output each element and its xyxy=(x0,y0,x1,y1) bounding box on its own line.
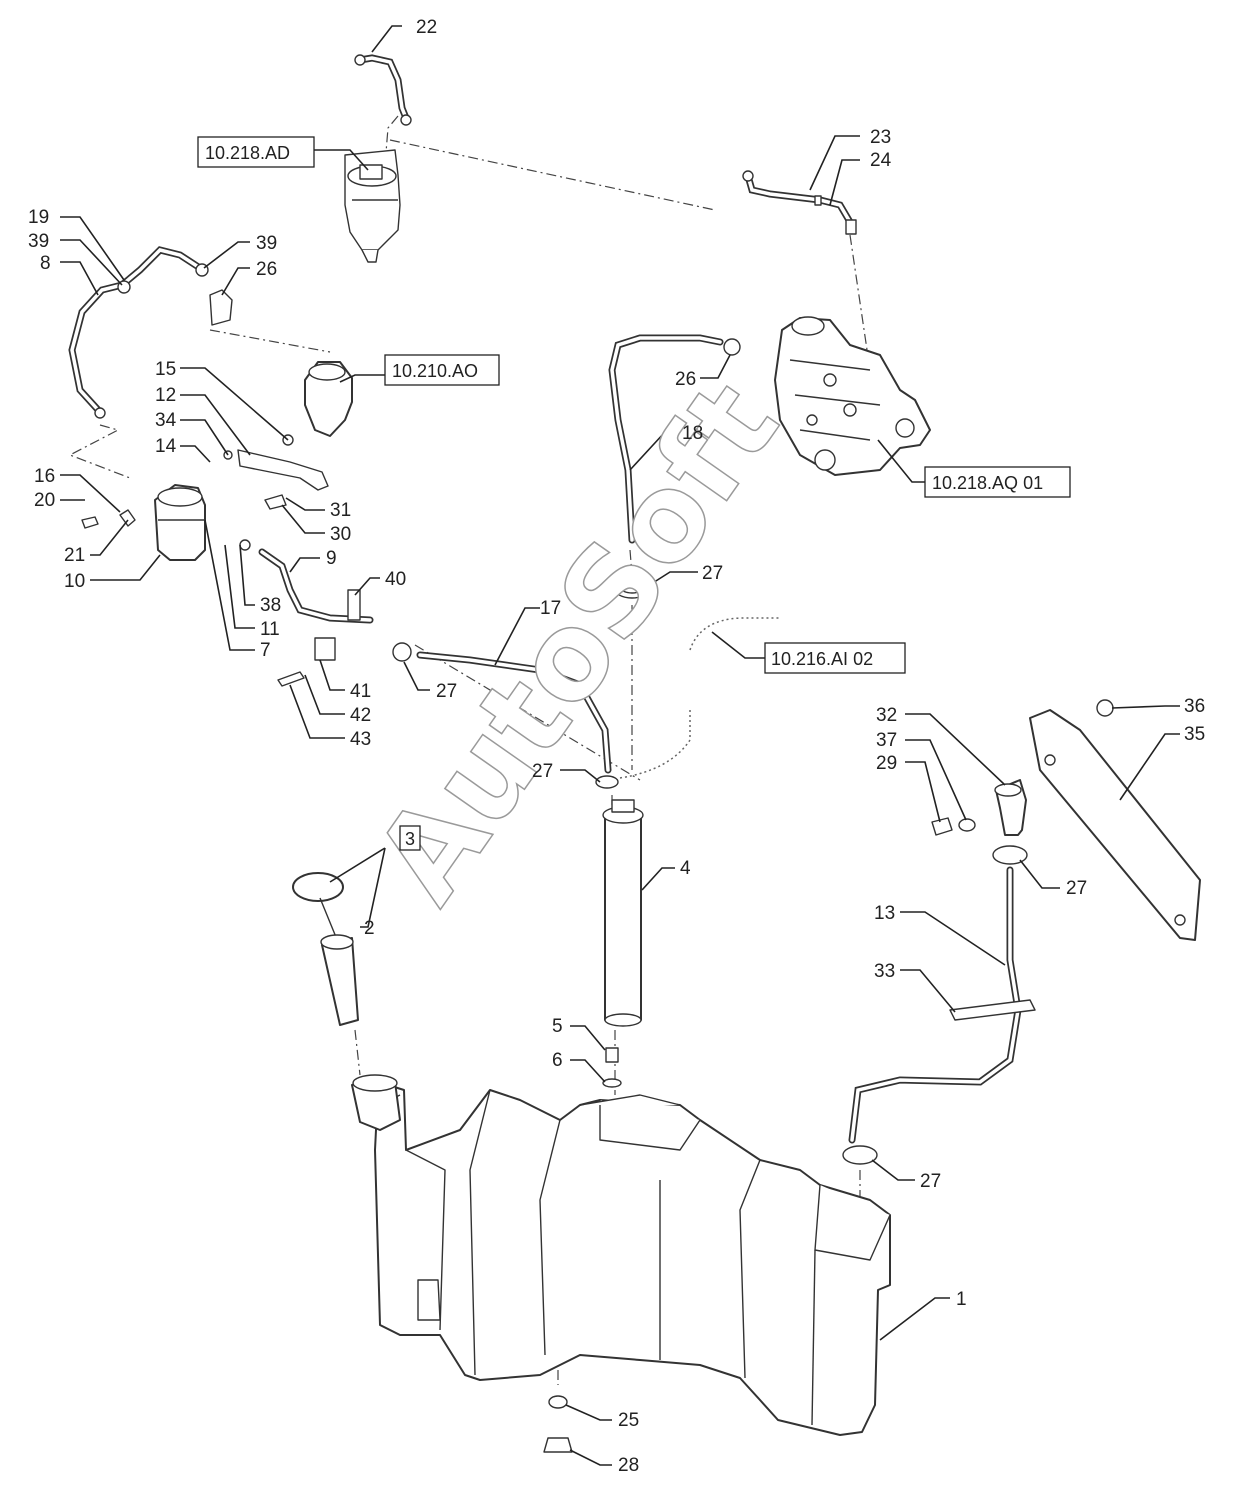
upper-filter-assembly xyxy=(344,149,401,263)
callout-15: 15 xyxy=(155,359,176,380)
callout-20: 20 xyxy=(34,490,55,511)
callout-1: 1 xyxy=(956,1289,967,1310)
callout-21: 21 xyxy=(64,545,85,566)
callout-9: 9 xyxy=(326,548,337,569)
callout-29: 29 xyxy=(876,753,897,774)
ref-10-210-ao[interactable]: 10.210.AO xyxy=(392,361,478,381)
hose-17 xyxy=(392,642,619,789)
bracket-12 xyxy=(223,434,329,491)
callout-10: 10 xyxy=(64,571,85,592)
fuel-tank-1 xyxy=(374,1084,891,1436)
callout-14: 14 xyxy=(155,436,177,457)
callout-27: 27 xyxy=(532,761,553,782)
callout-26: 26 xyxy=(675,369,696,390)
hose-18 xyxy=(608,334,741,544)
callout-37: 37 xyxy=(876,730,897,751)
callout-39: 39 xyxy=(256,233,277,254)
fuel-line-23-24 xyxy=(742,170,857,235)
callout-18: 18 xyxy=(682,423,703,444)
callout-11: 11 xyxy=(260,619,280,640)
ref-10-216-ai-02[interactable]: 10.216.AI 02 xyxy=(771,649,873,669)
drain-plug xyxy=(543,1395,573,1453)
callout-22: 22 xyxy=(416,17,437,38)
callout-16: 16 xyxy=(34,466,55,487)
callout-24: 24 xyxy=(870,150,892,171)
callout-5: 5 xyxy=(552,1016,563,1037)
callout-43: 43 xyxy=(350,729,371,750)
callout-27: 27 xyxy=(1066,878,1087,899)
callout-numbers: 22 23 24 19 39 8 39 26 15 12 34 14 16 20… xyxy=(28,17,1205,1476)
callout-41: 41 xyxy=(350,681,371,702)
sender-unit-4 xyxy=(602,799,644,1027)
callout-39: 39 xyxy=(28,231,49,252)
callout-35: 35 xyxy=(1184,724,1205,745)
callout-25: 25 xyxy=(618,1410,639,1431)
tee-fitting-32 xyxy=(931,779,1027,836)
callout-36: 36 xyxy=(1184,696,1205,717)
callout-40: 40 xyxy=(385,569,406,590)
ref-3[interactable]: 3 xyxy=(405,829,415,849)
ref-10-218-aq-01[interactable]: 10.218.AQ 01 xyxy=(932,473,1043,493)
callout-17: 17 xyxy=(540,598,561,619)
callout-27: 27 xyxy=(436,681,457,702)
fuel-line-9 xyxy=(239,539,374,687)
fuel-line-19-8 xyxy=(68,246,233,419)
callout-33: 33 xyxy=(874,961,895,982)
callout-42: 42 xyxy=(350,705,371,726)
callout-12: 12 xyxy=(155,385,176,406)
callout-38: 38 xyxy=(260,595,281,616)
alignment-lines xyxy=(68,115,871,1385)
callout-30: 30 xyxy=(330,524,351,545)
callout-27: 27 xyxy=(920,1171,941,1192)
hose-13 xyxy=(842,845,1036,1165)
callout-6: 6 xyxy=(552,1050,563,1071)
callout-13: 13 xyxy=(874,903,895,924)
ref-10-218-ad[interactable]: 10.218.AD xyxy=(205,143,290,163)
fuel-filter-10 xyxy=(81,484,287,561)
callout-26: 26 xyxy=(256,259,277,280)
callout-4: 4 xyxy=(680,858,691,879)
callout-2: 2 xyxy=(364,918,375,939)
bracket-35 xyxy=(1029,699,1201,941)
callout-23: 23 xyxy=(870,127,891,148)
callout-32: 32 xyxy=(876,705,897,726)
reference-boxes: 10.218.AD 10.210.AO 10.218.AQ 01 10.216.… xyxy=(197,136,1071,851)
injection-pump xyxy=(774,316,931,476)
lift-pump xyxy=(304,361,353,437)
screws-5-6 xyxy=(602,1047,622,1088)
fuel-line-22 xyxy=(354,54,412,126)
fill-neck xyxy=(351,1074,401,1131)
callout-7: 7 xyxy=(260,640,271,661)
callout-8: 8 xyxy=(40,253,51,274)
filler-cap-2 xyxy=(292,872,359,1026)
leader-lines xyxy=(60,25,1180,1466)
callout-27: 27 xyxy=(702,563,723,584)
callout-28: 28 xyxy=(618,1455,639,1476)
callout-31: 31 xyxy=(330,500,351,521)
callout-19: 19 xyxy=(28,207,49,228)
clamp-27-upper xyxy=(613,577,651,599)
callout-34: 34 xyxy=(155,410,177,431)
